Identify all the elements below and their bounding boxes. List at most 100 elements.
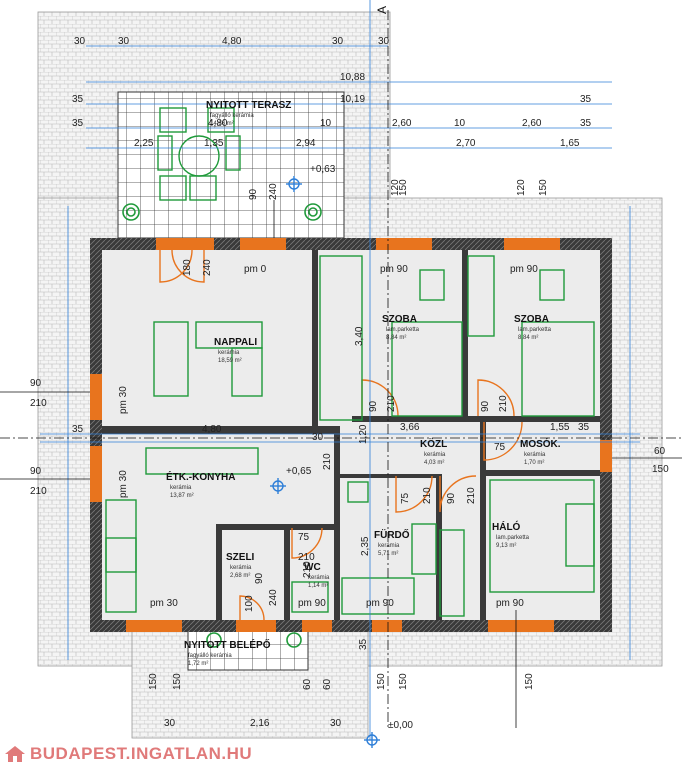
room-material: lam.parketta [518, 327, 552, 333]
dimension-label: 35 [578, 422, 590, 433]
dimension-label: 30 [312, 432, 324, 443]
dimension-label: 10 [454, 118, 466, 129]
dimension-label: 210 [30, 398, 47, 409]
room-material: kerámia [524, 452, 546, 458]
dimension-label: 75 [298, 532, 310, 543]
watermark: BUDAPEST.INGATLAN.HU [4, 744, 252, 764]
dimension-label: 2,60 [392, 118, 412, 129]
watermark-text: BUDAPEST.INGATLAN.HU [30, 744, 253, 763]
dimension-label: 4,80 [222, 36, 242, 47]
room-area: 4,03 m² [424, 460, 444, 466]
dimension-label: 30 [378, 36, 390, 47]
dimension-label: 1,35 [204, 138, 224, 149]
dimension-label: 150 [398, 179, 409, 196]
dimension-label: 1,65 [560, 138, 580, 149]
dimension-label: 150 [524, 673, 535, 690]
room-area: 2,68 m² [230, 573, 250, 579]
room-material: lam.parketta [496, 535, 530, 541]
dimension-label: 150 [148, 673, 159, 690]
dimension-label: 90 [30, 378, 42, 389]
level-mark: ±0,00 [388, 720, 413, 731]
room-material: fagyálló kerámia [210, 113, 254, 119]
dimension-label: 3,66 [400, 422, 420, 433]
dimension-label: 210 [386, 395, 397, 412]
level-marks: +0,63+0,65±0,00 [286, 164, 413, 731]
dimension-label: 240 [268, 589, 279, 606]
room-material: kerámia [308, 575, 330, 581]
openings [90, 238, 612, 632]
dimension-label: 60 [654, 446, 666, 457]
dimension-label: 210 [498, 395, 509, 412]
furniture [105, 107, 595, 617]
dimension-label: 210 [298, 552, 315, 563]
room-name: ÉTK.-KONYHA [166, 470, 235, 483]
room-name: SZOBA [514, 314, 549, 325]
room-name: SZELI [226, 552, 255, 563]
dimension-label: 4,80 [208, 118, 228, 129]
dimension-lines [40, 0, 640, 740]
room-area: 14,86 m² [210, 121, 234, 127]
room-name: WC [304, 562, 321, 573]
dimension-label: 150 [538, 179, 549, 196]
dimension-label: 30 [74, 36, 86, 47]
dimension-label: 75 [400, 492, 411, 504]
dimension-label: 1,55 [550, 422, 570, 433]
house-logo-icon [5, 746, 25, 762]
dimension-label: 35 [580, 118, 592, 129]
terrace-floor [117, 91, 345, 239]
dimension-label: 210 [322, 453, 333, 470]
dimension-label: 90 [254, 572, 265, 584]
room-material: kerámia [424, 452, 446, 458]
axis-lines [0, 10, 682, 728]
room-area: 5,71 m² [378, 551, 398, 557]
dimension-label: 60 [322, 678, 333, 690]
dimension-label: 35 [72, 118, 84, 129]
dimension-label: 90 [368, 400, 379, 412]
dimension-label: 2,60 [522, 118, 542, 129]
room-name: MOSÓK. [520, 437, 561, 450]
dimension-label: 75 [494, 442, 506, 453]
dimension-label: 10,19 [340, 94, 365, 105]
dimension-label: 35 [72, 424, 84, 435]
door-label: pm 90 [298, 598, 326, 609]
door-swings [159, 249, 523, 621]
door-label: pm 90 [496, 598, 524, 609]
level-mark: +0,63 [310, 164, 336, 175]
dimension-label: 35 [580, 94, 592, 105]
room-area: 1,70 m² [524, 460, 544, 466]
dimension-label: 90 [480, 400, 491, 412]
room-area: 1,14 m² [308, 583, 328, 589]
dimension-label: 90 [248, 188, 259, 200]
axis-marker-label: A [375, 6, 389, 14]
dimension-label: 2,94 [296, 138, 316, 149]
room-name: NYITOTT TERASZ [206, 100, 291, 111]
room-material: kerámia [378, 543, 400, 549]
room-name: SZOBA [382, 314, 417, 325]
dimension-label: 90 [446, 492, 457, 504]
dimension-label: 2,25 [134, 138, 154, 149]
dimension-label: 2,16 [250, 718, 270, 729]
door-label: pm 30 [118, 386, 129, 414]
level-marker-icons [270, 176, 380, 748]
shrub-icons [122, 203, 322, 648]
dimension-label: 35 [358, 638, 369, 650]
room-area: 18,59 m² [218, 358, 242, 364]
room-area: 8,84 m² [386, 335, 406, 341]
dimension-label: 150 [172, 673, 183, 690]
room-area: 13,87 m² [170, 493, 194, 499]
dimension-label: 210 [466, 487, 477, 504]
dimension-label: 150 [376, 673, 387, 690]
door-label: pm 0 [244, 264, 267, 275]
dimension-label: 2,70 [456, 138, 476, 149]
dimension-label: 3,40 [354, 326, 365, 346]
room-area: 9,13 m² [496, 543, 516, 549]
door-label: pm 90 [366, 598, 394, 609]
dimension-label: 35 [72, 94, 84, 105]
dimension-label: 100 [244, 595, 255, 612]
building-walls [90, 238, 612, 632]
dimension-label: 4,80 [202, 424, 222, 435]
dimension-label: 120 [516, 179, 527, 196]
